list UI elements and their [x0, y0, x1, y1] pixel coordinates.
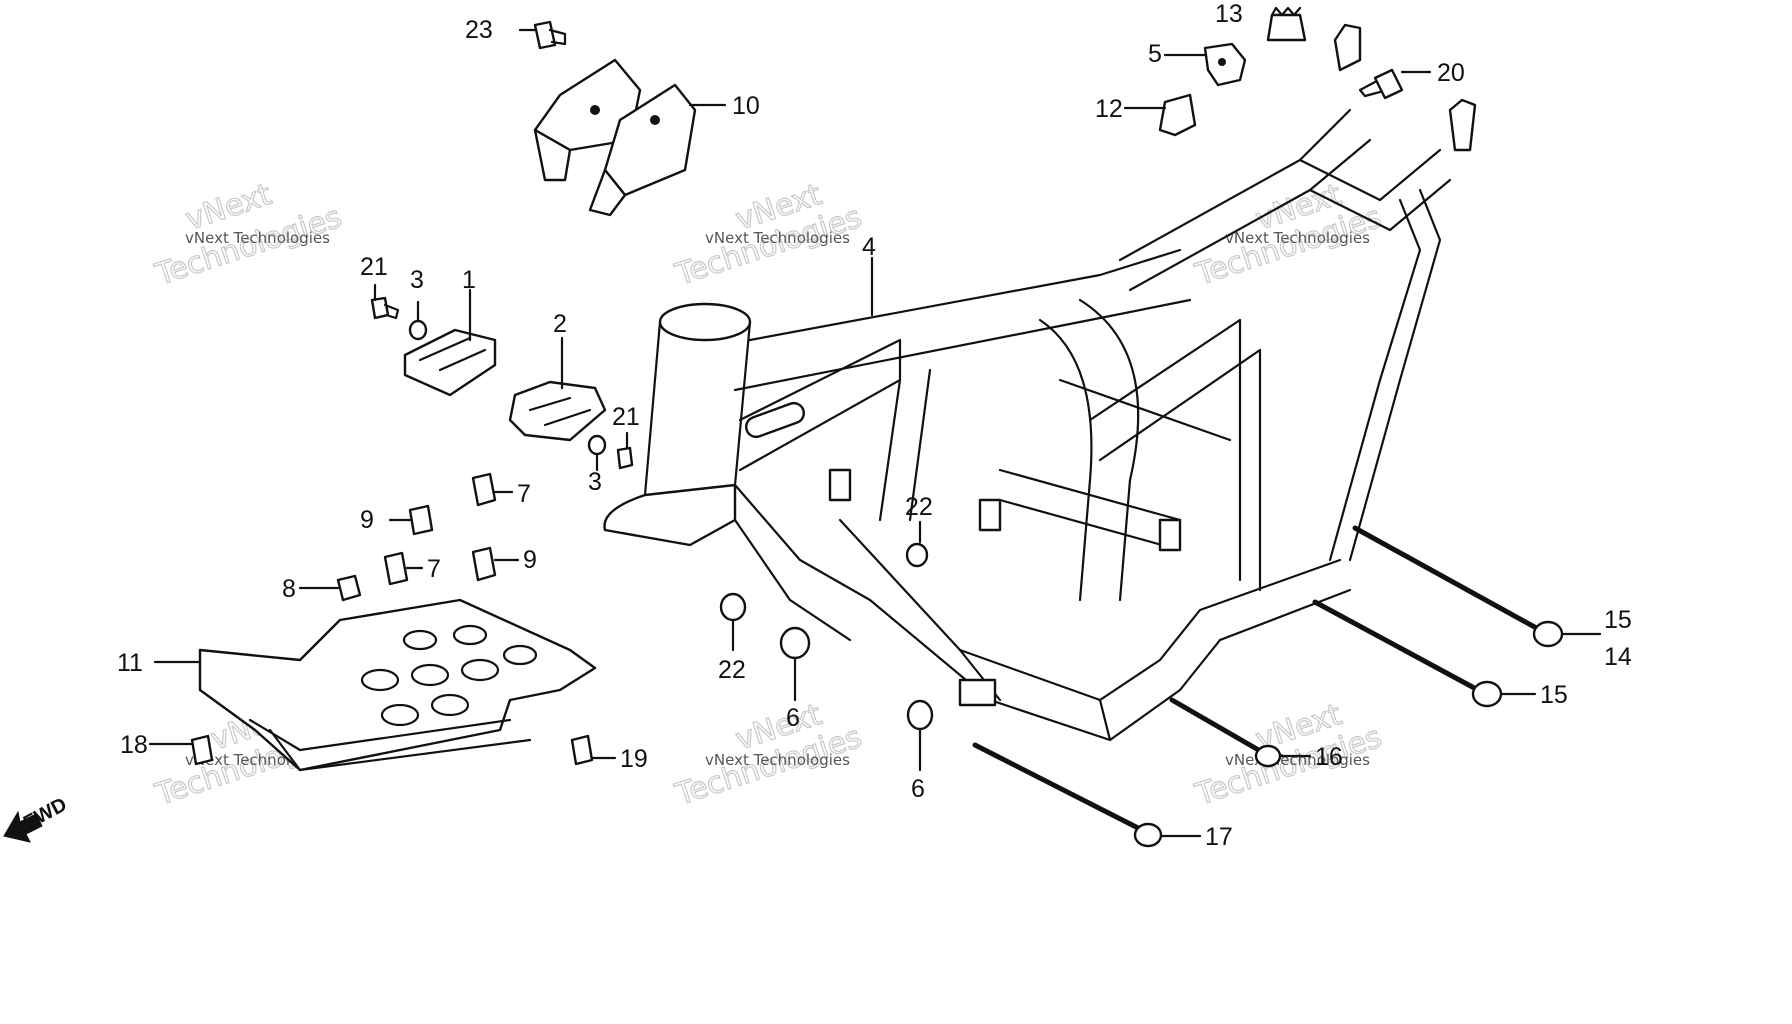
callout-22-center: 22 — [905, 493, 933, 521]
callout-22-left: 22 — [718, 656, 746, 684]
callout-23: 23 — [465, 16, 493, 44]
callout-20: 20 — [1437, 59, 1465, 87]
callout-12: 12 — [1095, 95, 1123, 123]
main-frame — [603, 23, 1477, 742]
part-15-long-bolt-middle — [1312, 599, 1503, 708]
callout-labels: 23 10 13 5 12 20 4 21 3 1 2 21 3 7 9 7 9… — [117, 0, 1632, 851]
part-9-collar-upper — [408, 504, 434, 536]
part-11-skid-plate — [198, 598, 597, 772]
callout-7-lower: 7 — [427, 555, 441, 583]
callout-2: 2 — [553, 310, 567, 338]
callout-3-mid: 3 — [588, 468, 602, 496]
callout-13: 13 — [1215, 0, 1243, 28]
part-3-washer-top — [408, 319, 428, 341]
callout-5: 5 — [1148, 40, 1162, 68]
callout-15-middle: 15 — [1540, 681, 1568, 709]
callout-1: 1 — [462, 266, 476, 294]
callout-15-upper: 15 — [1604, 606, 1632, 634]
callout-3-top: 3 — [410, 266, 424, 294]
svg-text:vNext Technologies: vNext Technologies — [1225, 229, 1370, 247]
part-22-collar-left — [719, 592, 747, 622]
part-21-bolt-mid — [616, 446, 634, 470]
part-18-bolt — [190, 734, 214, 766]
watermark-top-left: vNext Technologies vNext Technologies — [150, 177, 346, 294]
part-7-collar-lower — [383, 551, 409, 586]
forward-direction-indicator: FWD — [3, 794, 71, 843]
callout-8: 8 — [282, 575, 296, 603]
callout-10: 10 — [732, 92, 760, 120]
callout-6-left: 6 — [786, 704, 800, 732]
svg-text:vNext Technologies: vNext Technologies — [1225, 751, 1370, 769]
callout-4: 4 — [862, 233, 876, 261]
part-23-bolt — [533, 20, 567, 50]
watermark-top-right: vNext Technologies vNext Technologies — [1190, 177, 1386, 294]
callout-18: 18 — [120, 731, 148, 759]
part-9-collar-lower — [471, 546, 497, 582]
watermark-top-center: vNext Technologies vNext Technologies — [670, 177, 866, 294]
callout-6-right: 6 — [911, 775, 925, 803]
part-6-rubber-left — [779, 626, 811, 660]
part-5-bracket — [1203, 42, 1247, 87]
part-2-bracket — [508, 380, 607, 442]
callout-7-upper: 7 — [517, 480, 531, 508]
callout-9-upper: 9 — [360, 506, 374, 534]
part-19-bolt — [570, 734, 594, 766]
callout-9-lower: 9 — [523, 546, 537, 574]
forward-arrow-icon — [3, 810, 43, 843]
callout-16: 16 — [1315, 743, 1343, 771]
callout-14: 14 — [1604, 643, 1632, 671]
svg-text:vNext Technologies: vNext Technologies — [705, 229, 850, 247]
callout-17: 17 — [1205, 823, 1233, 851]
forward-label: FWD — [20, 794, 71, 835]
part-21-bolt-top — [370, 296, 400, 320]
part-1-bracket — [403, 328, 497, 397]
callout-11: 11 — [117, 649, 143, 677]
callout-21-top: 21 — [360, 253, 388, 281]
svg-text:vNext Technologies: vNext Technologies — [185, 229, 330, 247]
part-12-rubber — [1158, 93, 1197, 137]
part-8-nut — [336, 574, 362, 602]
part-15-14-long-bolt-upper — [1352, 525, 1564, 648]
part-13-cap — [1266, 6, 1307, 42]
leader-lines — [148, 28, 1602, 838]
callout-21-mid: 21 — [612, 403, 640, 431]
part-7-collar-upper — [471, 472, 497, 507]
part-22-collar-center — [905, 542, 929, 568]
part-20-bolt — [1358, 68, 1404, 100]
part-17-long-bolt-lower — [972, 742, 1163, 848]
part-6-rubber-right — [906, 699, 934, 731]
part-3-washer-mid — [587, 434, 607, 456]
callout-19: 19 — [620, 745, 648, 773]
part-10-engine-hanger — [533, 58, 697, 217]
watermark-bottom-center: vNext Technologies vNext Technologies — [670, 697, 866, 814]
svg-text:vNext Technologies: vNext Technologies — [705, 751, 850, 769]
